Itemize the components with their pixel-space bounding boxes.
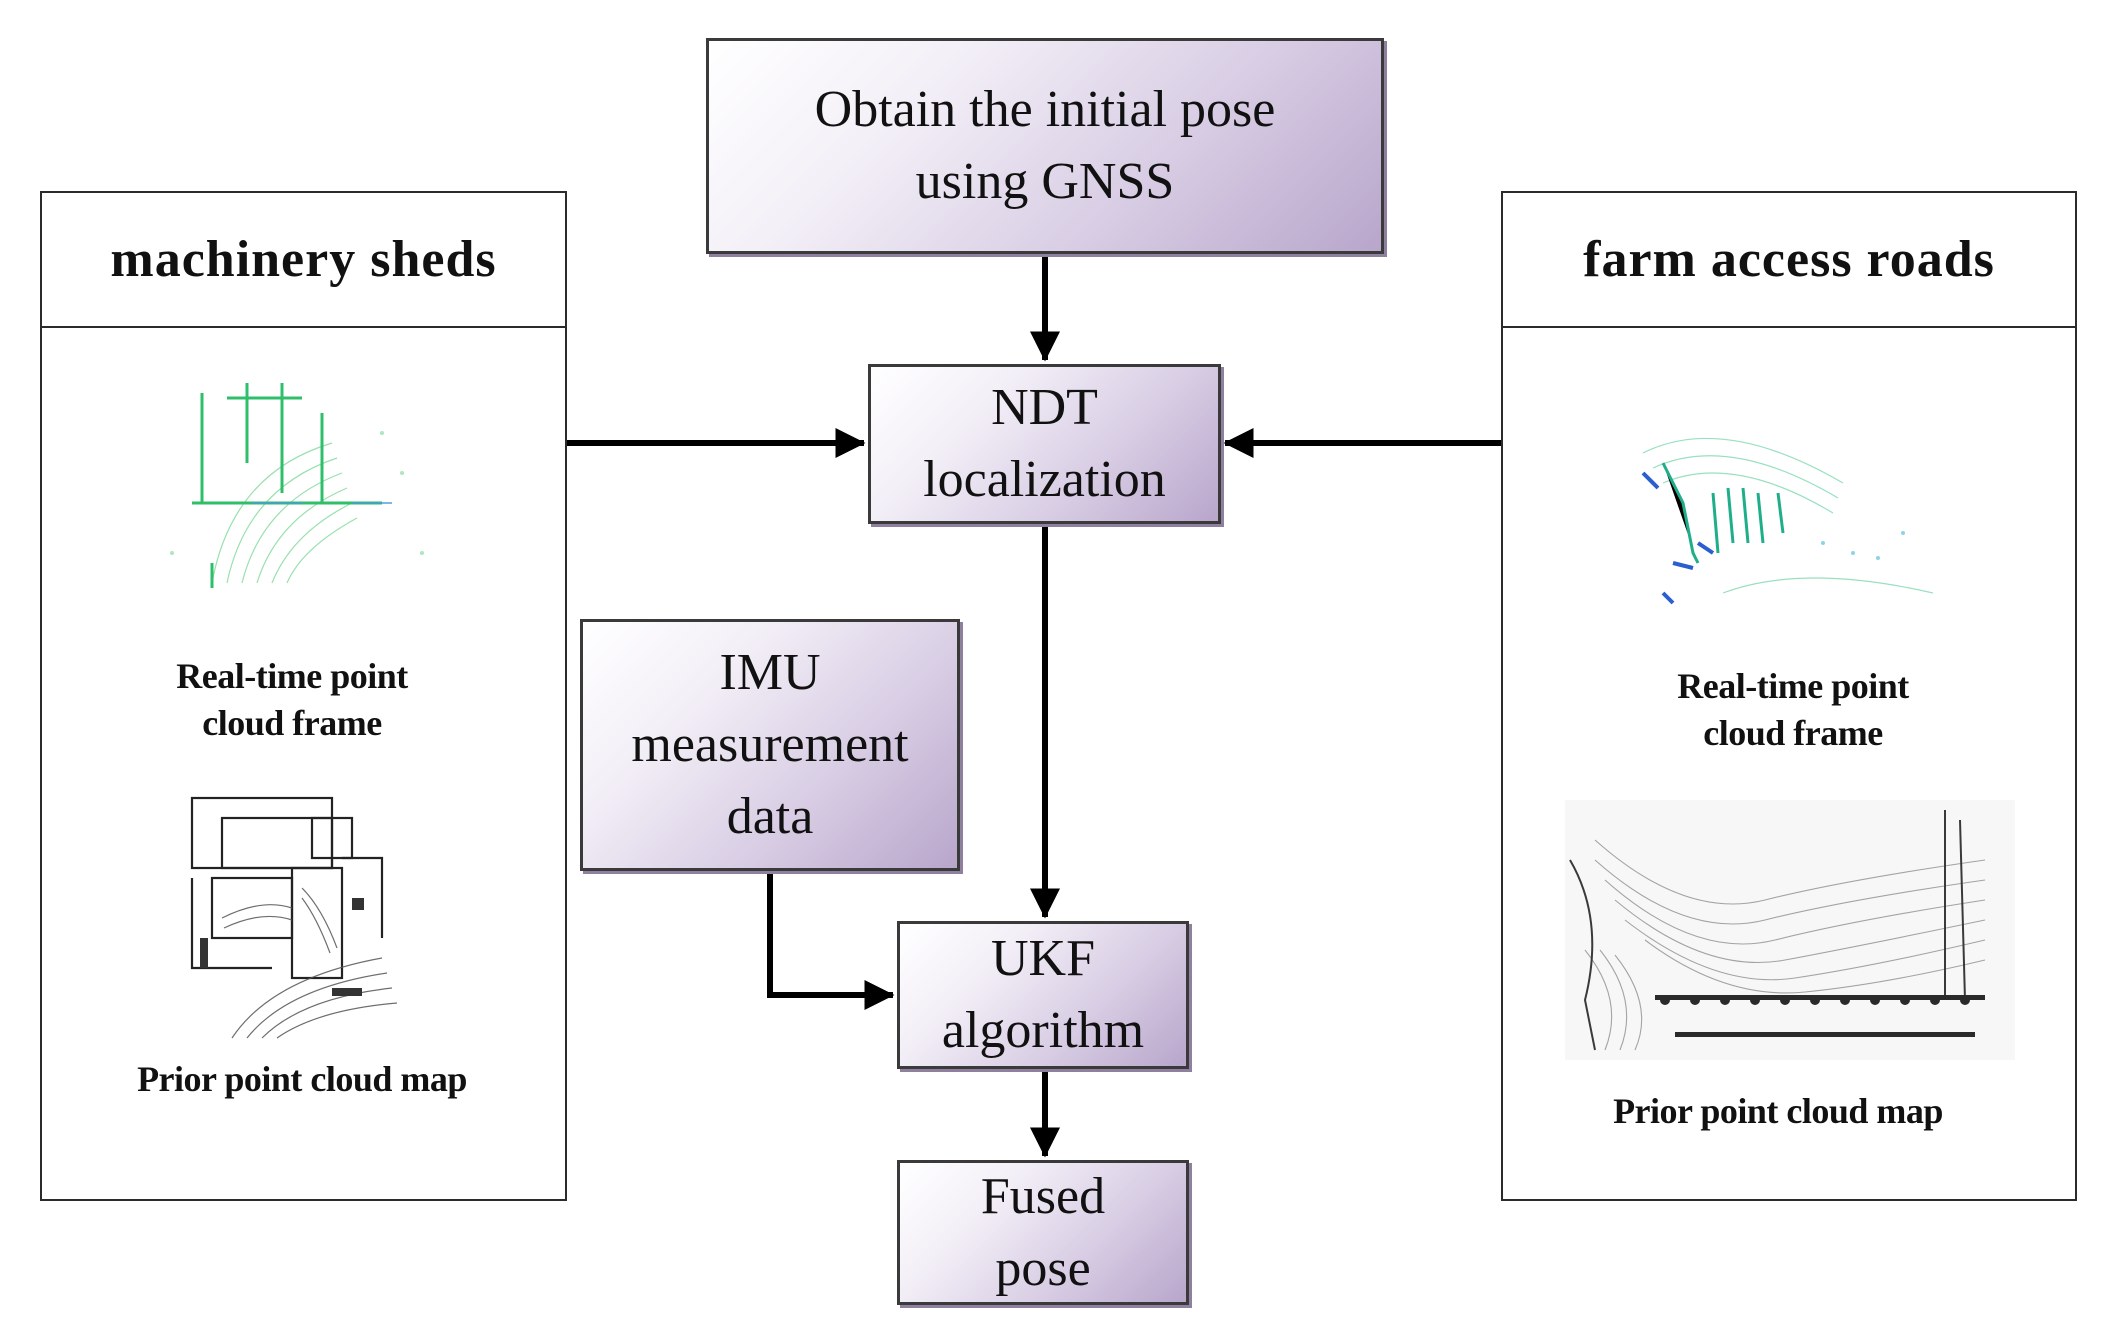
farm-access-roads-realtime-point-cloud-image [1641,437,1934,605]
ndt-box-label: NDT localization [923,379,1166,508]
farm-access-roads-realtime-caption: Real-time point cloud frame [1677,666,1909,753]
imu-measurement-data-box: IMU measurement data [580,619,960,871]
imu-box-label: IMU measurement data [631,644,909,845]
machinery-sheds-title: machinery sheds [42,193,565,328]
machinery-sheds-panel: machinery sheds Real-time point cloud fr… [40,191,567,1201]
machinery-sheds-realtime-point-cloud-image [170,383,424,588]
farm-access-roads-prior-map-image [1565,800,2015,1060]
machinery-sheds-prior-map-image [190,796,398,1039]
farm-access-roads-panel: farm access roads Real-time point cloud … [1501,191,2077,1201]
obtain-initial-pose-gnss-box: Obtain the initial pose using GNSS [706,38,1384,254]
gnss-box-label: Obtain the initial pose using GNSS [814,81,1276,210]
machinery-sheds-prior-caption: Prior point cloud map [137,1059,467,1099]
farm-access-roads-title: farm access roads [1503,193,2075,328]
farm-access-roads-prior-caption: Prior point cloud map [1613,1091,1943,1131]
machinery-sheds-realtime-caption: Real-time point cloud frame [176,656,408,743]
fused-box-label: Fused pose [980,1167,1106,1297]
ndt-localization-box: NDT localization [868,364,1221,524]
ukf-box-label: UKF algorithm [941,930,1145,1059]
ukf-algorithm-box: UKF algorithm [897,921,1189,1069]
arrow-imu-to-ukf [767,871,895,1010]
fused-pose-box: Fused pose [897,1160,1189,1305]
